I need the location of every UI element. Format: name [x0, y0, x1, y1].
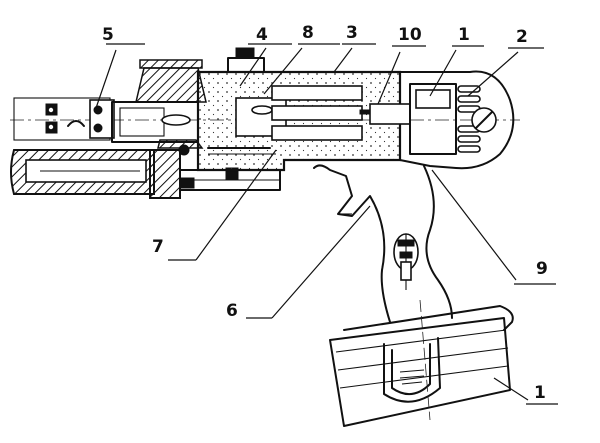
- battery-pack: [329, 299, 514, 427]
- callout-1-bottom: 1: [534, 383, 546, 403]
- cooling-fins: [457, 85, 481, 153]
- callout-4: 4: [256, 25, 268, 45]
- callout-1-top: 1: [458, 25, 470, 45]
- callout-3: 3: [346, 23, 358, 43]
- callout-6: 6: [226, 301, 238, 321]
- handle: [313, 164, 453, 323]
- callout-5: 5: [102, 25, 114, 45]
- rear-housing: [369, 70, 515, 170]
- callout-8: 8: [302, 23, 314, 43]
- clamp-head: [13, 97, 199, 143]
- callout-9: 9: [536, 259, 548, 279]
- main-housing: [196, 70, 402, 172]
- trigger-switch: [393, 233, 419, 290]
- callout-2: 2: [516, 27, 528, 47]
- callout-10: 10: [398, 25, 422, 45]
- callout-7: 7: [152, 237, 164, 257]
- leader-lines: [95, 43, 558, 405]
